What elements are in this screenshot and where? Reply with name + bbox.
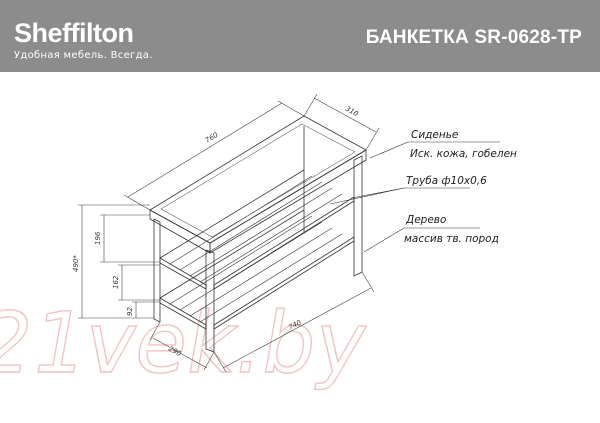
leg-back-right <box>353 155 363 277</box>
lower-shelf-tubes <box>169 215 343 323</box>
brand-tagline: Удобная мебель. Всегда. <box>14 50 153 61</box>
callout-leaders <box>329 141 500 253</box>
dim-height-total: 490* <box>72 255 80 272</box>
dim-seat-to-shelf: 196 <box>94 231 102 245</box>
product-title: БАНКЕТКА SR-0628-TP <box>365 27 582 48</box>
callout-wood-material: массив тв. пород <box>404 233 499 245</box>
upper-shelf-front-rail <box>159 257 207 290</box>
brand-logo: Sheffilton <box>14 18 134 48</box>
upper-shelf-side-rail <box>213 196 355 290</box>
seat-front <box>149 209 211 254</box>
seat-inner-outline <box>160 123 356 238</box>
upper-shelf-tubes <box>169 175 343 283</box>
dim-bottom-gap: 92 <box>126 307 134 316</box>
callout-seat: Сиденье <box>411 129 458 141</box>
upper-shelf-back-rail <box>159 169 305 259</box>
callout-tube: Труба ф10x0,6 <box>406 175 487 187</box>
callout-wood: Дерево <box>405 214 446 226</box>
dim-shelf-gap: 162 <box>112 275 120 289</box>
lower-shelf-front-rail <box>159 297 207 330</box>
seat-side <box>209 149 367 254</box>
dim-seat-depth: 310 <box>344 105 360 119</box>
callout-seat-material: Иск. кожа, гобелен <box>410 148 517 160</box>
watermark: 21vek.by <box>0 294 375 392</box>
header-bar: Sheffilton Удобная мебель. Всегда. БАНКЕ… <box>0 0 600 72</box>
lower-shelf-side-rail <box>213 236 355 330</box>
dimension-lines <box>78 93 380 373</box>
lower-shelf-back-rail <box>159 209 305 299</box>
